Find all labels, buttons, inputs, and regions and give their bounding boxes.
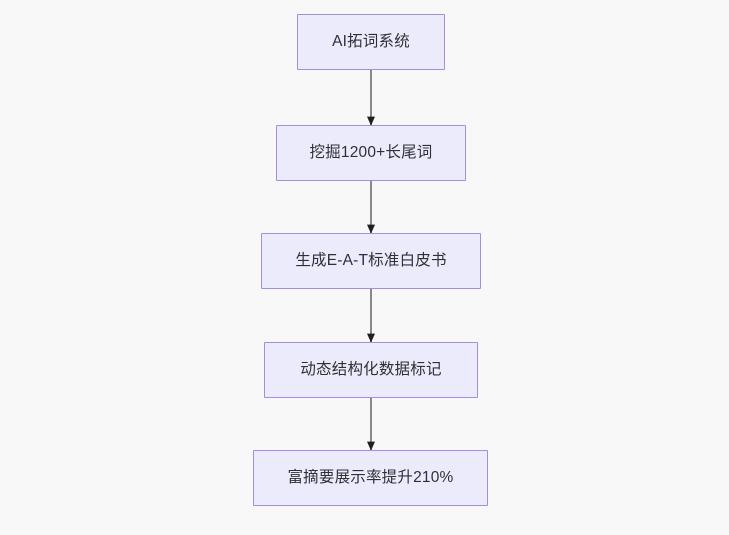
flow-node-5-label: 富摘要展示率提升210% (287, 469, 454, 487)
flow-node-5[interactable]: 富摘要展示率提升210% (253, 450, 488, 506)
flow-node-2-label: 挖掘1200+长尾词 (309, 144, 433, 162)
flow-node-3-label: 生成E-A-T标准白皮书 (295, 252, 447, 270)
flow-node-4-label: 动态结构化数据标记 (300, 361, 442, 379)
flow-node-4[interactable]: 动态结构化数据标记 (264, 342, 478, 398)
flow-node-3[interactable]: 生成E-A-T标准白皮书 (261, 233, 481, 289)
flow-node-1-label: AI拓词系统 (332, 33, 410, 51)
flow-node-1[interactable]: AI拓词系统 (297, 14, 445, 70)
flow-node-2[interactable]: 挖掘1200+长尾词 (276, 125, 466, 181)
